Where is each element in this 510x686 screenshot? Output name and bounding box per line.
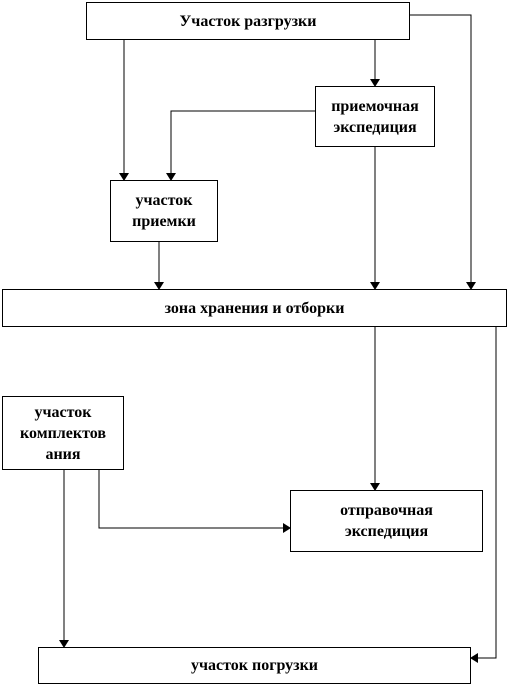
node-picking-area-line-2: комплектов: [19, 424, 106, 442]
arrow-unloading-to-storage: [409, 14, 476, 290]
node-storage-picking-zone-label: зона хранения и отборки: [164, 299, 345, 317]
node-storage-picking-zone: зона хранения и отборки: [2, 289, 507, 327]
node-loading-area-label: участок погрузки: [190, 657, 319, 674]
node-unloading-area-label: Участок разгрузки: [179, 12, 317, 30]
node-dispatch-expedition: отправочная экспедиция: [290, 490, 483, 552]
arrow-storage-to-loading: [470, 326, 497, 663]
arrow-receiving-expedition-to-receiving-area: [166, 110, 315, 181]
node-receiving-area-line-2: приемки: [132, 213, 196, 230]
node-picking-area-line-1: участок: [34, 403, 92, 421]
node-receiving-area-line-1: участок: [135, 192, 193, 209]
node-dispatch-expedition-line-1: отправочная: [340, 502, 433, 519]
node-dispatch-expedition-line-2: экспедиция: [344, 523, 429, 540]
node-receiving-expedition: приемочная экспедиция: [315, 86, 435, 147]
node-receiving-area: участок приемки: [110, 180, 218, 242]
node-receiving-expedition-line-2: экспедиция: [333, 118, 417, 136]
node-picking-area-line-3: ания: [45, 445, 81, 463]
node-picking-area: участок комплектов ания: [2, 396, 124, 470]
node-unloading-area: Участок разгрузки: [86, 2, 410, 40]
node-receiving-expedition-line-1: приемочная: [331, 97, 419, 115]
arrow-picking-to-dispatch-expedition: [98, 469, 291, 533]
node-loading-area: участок погрузки: [38, 647, 471, 684]
